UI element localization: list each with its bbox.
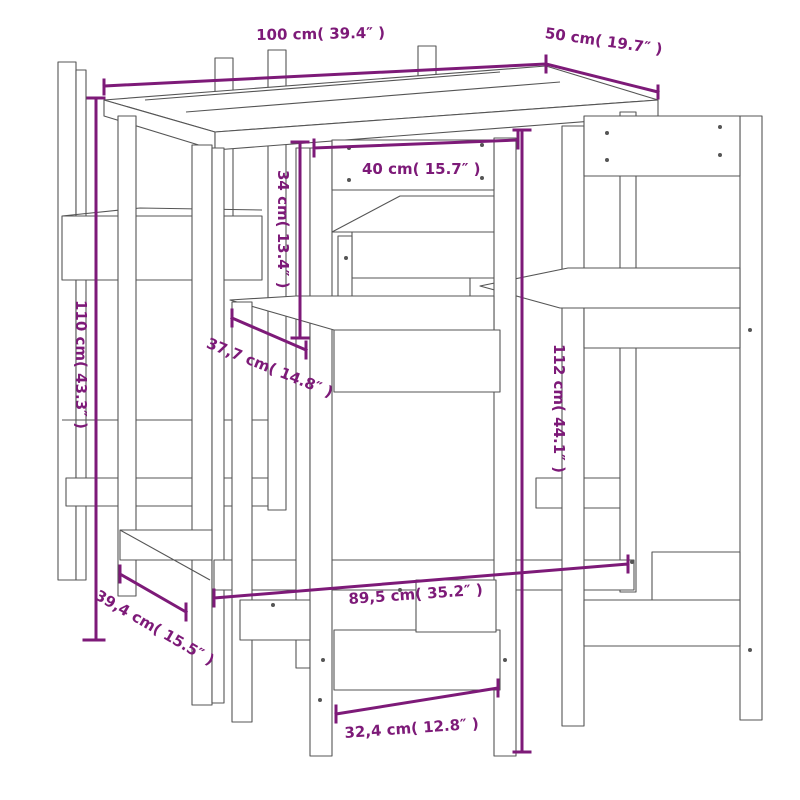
dim-label-table-height: 110 cm( 43.3″ ) — [72, 300, 90, 429]
stool-middle — [331, 195, 501, 297]
dimension-lines — [82, 54, 660, 754]
dim-label-stool-back-width: 40 cm( 15.7″ ) — [362, 160, 481, 178]
stool-front-center — [229, 137, 517, 757]
dim-label-stool-back-height: 34 cm( 13.4″ ) — [274, 170, 292, 289]
stool-front-right — [479, 115, 763, 727]
dim-label-table-width: 100 cm( 39.4″ ) — [255, 23, 386, 44]
dim-label-stool-height: 112 cm( 44.1″ ) — [550, 344, 568, 473]
